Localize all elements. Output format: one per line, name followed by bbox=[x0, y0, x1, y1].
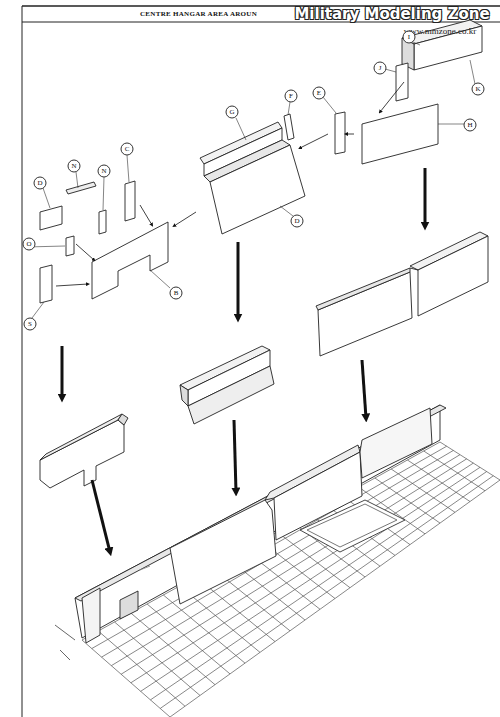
grid-line bbox=[82, 442, 440, 640]
part-letter: J bbox=[374, 62, 387, 75]
part-letter: D bbox=[34, 177, 47, 190]
page-frame bbox=[22, 6, 500, 717]
assembly-arrows bbox=[56, 82, 425, 552]
watermark: Military Modeling Zone bbox=[294, 5, 489, 23]
grid-line bbox=[170, 480, 500, 717]
grid-line bbox=[98, 631, 185, 706]
part-letter: E bbox=[313, 87, 326, 100]
part-letter: D bbox=[291, 215, 304, 228]
grid-line bbox=[407, 460, 470, 502]
part-letter: B bbox=[170, 287, 183, 300]
part-letter: C bbox=[121, 143, 134, 156]
part-letter: F bbox=[285, 90, 298, 103]
part-letter: N bbox=[98, 165, 111, 178]
part-letter: S bbox=[24, 318, 37, 331]
parts bbox=[40, 20, 488, 660]
grid-line bbox=[391, 469, 455, 512]
grid-line bbox=[424, 451, 485, 491]
grid-line bbox=[163, 595, 245, 663]
grid-line bbox=[92, 446, 447, 648]
part-letter: K bbox=[472, 83, 485, 96]
leader-lines bbox=[26, 42, 475, 318]
part-letter: N bbox=[68, 160, 81, 173]
part-letter: G bbox=[226, 106, 239, 119]
part-letter: H bbox=[464, 119, 477, 132]
grid-line bbox=[131, 613, 215, 685]
grid-line bbox=[115, 622, 200, 695]
part-letter: O bbox=[23, 238, 36, 251]
part-letter: I bbox=[403, 31, 416, 44]
grid-line bbox=[147, 604, 230, 674]
grid-line bbox=[102, 450, 454, 657]
grid-line bbox=[440, 442, 500, 480]
grid-line bbox=[82, 640, 170, 717]
page-heading: CENTRE HANGAR AREA AROUN bbox=[140, 10, 257, 18]
